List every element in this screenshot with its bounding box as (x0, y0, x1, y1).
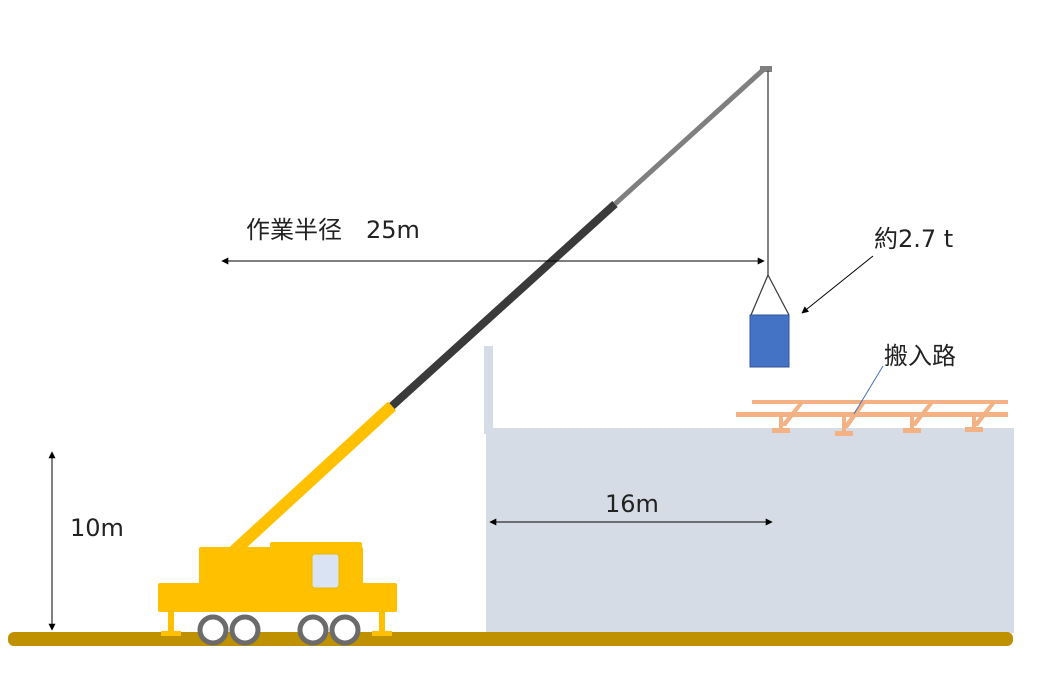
crane-carrier (158, 542, 397, 646)
wheel-4 (329, 614, 361, 646)
pit-area (484, 346, 1014, 633)
cab-window (311, 553, 340, 589)
height-label: 10m (70, 514, 124, 542)
outriggers (161, 611, 392, 636)
wheel-1 (197, 614, 229, 646)
route-support-2 (835, 404, 865, 436)
access-route-leader (853, 365, 884, 415)
route-support-4 (965, 404, 995, 432)
load-weight-arrow (801, 255, 874, 314)
working-radius-label: 作業半径 25m (246, 216, 420, 244)
wheel-3 (297, 614, 329, 646)
load-weight-label: 約2.7 t (874, 225, 953, 253)
load-block (749, 314, 790, 368)
wheels (197, 614, 361, 646)
route-support-1 (772, 404, 803, 433)
crane-boom (228, 66, 772, 557)
route-support-3 (903, 404, 933, 433)
access-route-label: 搬入路 (884, 342, 956, 370)
wheel-2 (229, 614, 261, 646)
ground (8, 632, 1013, 646)
hoist-rope (750, 71, 790, 316)
pit-width-label: 16m (605, 490, 659, 518)
access-route (736, 400, 1008, 436)
